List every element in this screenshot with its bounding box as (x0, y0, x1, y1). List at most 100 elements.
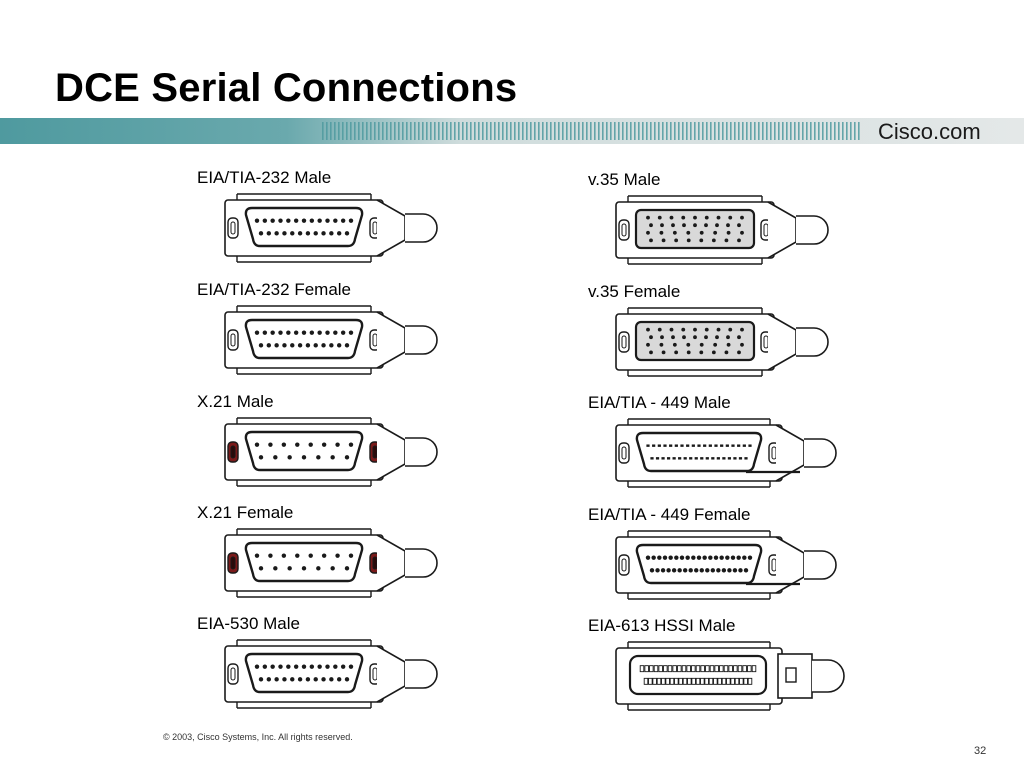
connector-pin (700, 677, 705, 685)
connector-pin (262, 218, 268, 223)
header-stripe (602, 122, 604, 140)
connector-pin (657, 327, 662, 332)
connector-pin (317, 664, 322, 669)
connector-pin (295, 553, 300, 558)
connector-pin (646, 444, 650, 447)
header-stripe (706, 122, 708, 140)
connector-pin (671, 335, 675, 340)
header-stripe (486, 122, 488, 140)
connector-label: EIA/TIA - 449 Male (588, 393, 731, 412)
connector-pin (649, 238, 653, 243)
connector-pin (305, 677, 311, 682)
connector-pin (674, 444, 678, 447)
connector-pin (282, 677, 287, 682)
connector-pin (699, 350, 704, 355)
connector-pin (677, 665, 682, 673)
connector-pin (747, 665, 752, 673)
connector-pin (742, 555, 747, 560)
connector-item: EIA/TIA-232 Female (197, 280, 497, 392)
connector-pin (661, 457, 665, 460)
connector-pin (309, 664, 315, 669)
header-bar-fill (0, 118, 1024, 144)
cable-boot (376, 199, 406, 257)
connector-label: EIA-530 Male (197, 614, 300, 633)
connector-pin (270, 330, 275, 335)
header-stripe (858, 122, 860, 140)
connector-item: X.21 Female (197, 503, 497, 615)
connector-pin (270, 218, 275, 223)
screw-slot (372, 333, 378, 347)
connector-pin (649, 223, 653, 228)
header-stripe (818, 122, 820, 140)
connector-label: EIA/TIA-232 Male (197, 168, 332, 187)
connector-graphic (224, 528, 438, 598)
header-stripe (322, 122, 324, 140)
connector-pin (274, 677, 279, 682)
connector-pin (258, 455, 264, 460)
connector-pin (674, 238, 679, 243)
header-stripe (790, 122, 792, 140)
connector-drawing (224, 305, 438, 375)
brand-logo-text[interactable]: Cisco.com (878, 119, 981, 144)
header-stripe (518, 122, 520, 140)
header-stripe (326, 122, 328, 140)
connector-pin (273, 455, 278, 460)
connector-pin (738, 568, 743, 573)
connector-pin (719, 555, 724, 560)
connector-pin (254, 442, 260, 447)
connector-pin (325, 330, 330, 335)
connector-pin (693, 327, 697, 332)
connector-pin (726, 230, 731, 235)
connector-pin (287, 455, 292, 460)
connector-pin (254, 330, 260, 335)
connector-pin (297, 231, 303, 236)
connector-pin (694, 568, 699, 573)
cable-strain-relief (796, 215, 829, 245)
connector-pin (254, 218, 260, 223)
connector-pin (308, 553, 313, 558)
header-stripe (334, 122, 336, 140)
header-stripe (610, 122, 612, 140)
header-stripe (734, 122, 736, 140)
connector-pin (685, 555, 690, 560)
connector-graphic (615, 195, 829, 265)
header-stripe (502, 122, 504, 140)
header-stripe (774, 122, 776, 140)
connector-pin (254, 664, 260, 669)
connector-pin (286, 664, 291, 669)
header-stripe (738, 122, 740, 140)
connector-pin (733, 457, 737, 460)
connector-pin (751, 665, 757, 673)
connector-pin (715, 335, 719, 340)
connector-label: X.21 Female (197, 503, 294, 522)
connector-pin (309, 218, 315, 223)
header-stripe (754, 122, 756, 140)
connector-graphic (224, 417, 438, 487)
connector-pin (689, 457, 693, 460)
connector-pin (671, 568, 677, 573)
connector-pin (659, 342, 664, 347)
header-stripe (786, 122, 788, 140)
connector-pin (643, 677, 649, 685)
connector-pin (728, 215, 733, 220)
connector-pin (725, 555, 730, 560)
connector-pin (273, 566, 278, 571)
connector-pin (681, 665, 687, 673)
connector-shell (634, 208, 756, 250)
header-stripe (742, 122, 744, 140)
connector-pin (646, 327, 650, 332)
connector-pin (329, 343, 334, 348)
connector-pin (293, 664, 299, 669)
header-stripe (746, 122, 748, 140)
connector-pin (646, 215, 650, 220)
connector-pin (268, 553, 273, 558)
connector-pin (686, 230, 691, 235)
connector-drawing (224, 639, 438, 709)
connector-pin (686, 665, 691, 673)
connector-pin (308, 442, 313, 447)
connector-pin (656, 677, 662, 685)
connector-pin (691, 555, 696, 560)
connector-pin (672, 342, 677, 347)
connector-pin (716, 457, 720, 460)
connector-pin (321, 677, 326, 682)
